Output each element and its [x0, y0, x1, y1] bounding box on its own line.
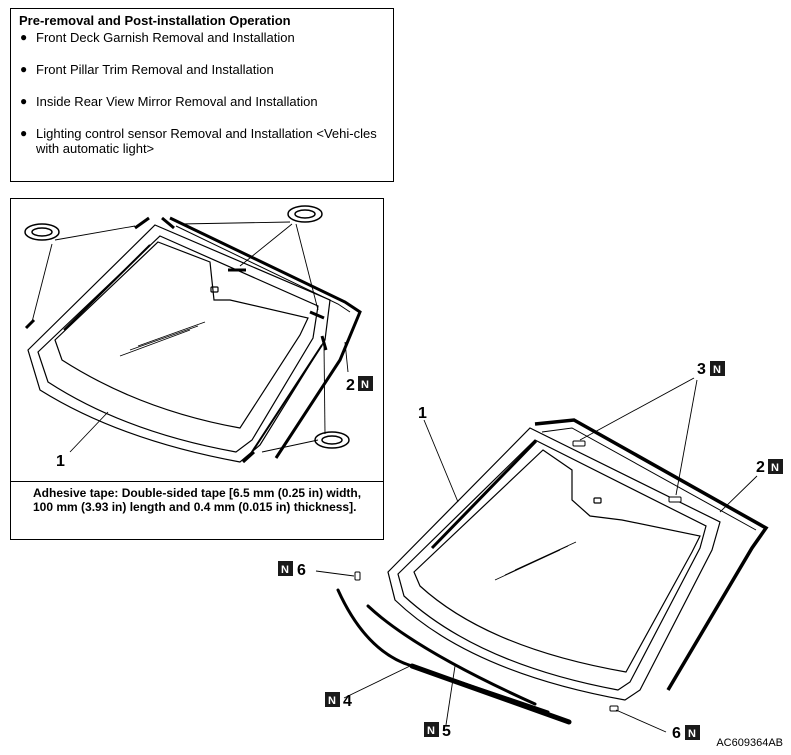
inset-callout-glass: 1: [56, 453, 65, 470]
operation-item: ●Front Deck Garnish Removal and Installa…: [20, 30, 295, 45]
n-badge-icon: [325, 692, 340, 707]
main-windshield-glass: [387, 427, 721, 701]
main-molding: [534, 418, 769, 691]
adhesive-tape-inset: Adhesive tape: Double-sided tape [6.5 mm…: [10, 198, 384, 540]
n-badge-icon: [710, 361, 725, 376]
n-badge-letter: N: [427, 725, 435, 737]
n-badge-icon: [424, 722, 439, 737]
operations-title: Pre-removal and Post-installation Operat…: [19, 13, 291, 28]
n-badge-icon: [685, 725, 700, 740]
main-callout-clip-right: 6: [672, 725, 681, 742]
document-code: AC609364AB: [716, 737, 783, 749]
bullet-icon: ●: [20, 94, 28, 108]
main-callout-dam-left: 4: [343, 693, 352, 710]
main-callout-dam-right: 5: [442, 723, 451, 740]
inset-windshield-glass: [27, 224, 331, 463]
inset-callout-molding: 2: [346, 377, 355, 394]
n-badge-letter: N: [328, 695, 336, 707]
main-upper-molding-strip: [430, 439, 538, 550]
main-dams: [336, 588, 572, 725]
main-leader-lines: [315, 377, 758, 733]
n-badge-letter: N: [771, 462, 779, 474]
n-badge-letter: N: [281, 564, 289, 576]
operations-list: ●Front Deck Garnish Removal and Installa…: [19, 30, 385, 156]
bullet-icon: ●: [20, 62, 28, 76]
n-badge-icon: [358, 376, 373, 391]
n-badge-icon: [278, 561, 293, 576]
bullet-icon: ●: [20, 30, 28, 44]
main-callout-glass: 1: [418, 405, 427, 422]
bullet-icon: ●: [20, 126, 28, 140]
inset-molding: [169, 216, 362, 459]
operation-item: ●Front Pillar Trim Removal and Installat…: [20, 62, 274, 77]
main-callout-clip-left: 6: [297, 562, 306, 579]
main-callout-spacers: 3: [697, 361, 706, 378]
n-badge-letter: N: [713, 364, 721, 376]
operation-item: ●Inside Rear View Mirror Removal and Ins…: [20, 94, 318, 109]
n-badge-letter: N: [361, 379, 369, 391]
operation-item: ●Lighting control sensor Removal and Ins…: [20, 126, 377, 156]
clip-icon: [354, 571, 619, 712]
operations-box: Pre-removal and Post-installation Operat…: [10, 8, 394, 182]
inset-tape-pieces: [24, 216, 328, 464]
main-spacers: [572, 440, 682, 503]
n-badge-icon: [768, 459, 783, 474]
inset-leader-lines: [31, 221, 349, 453]
adhesive-tape-note: Adhesive tape: Double-sided tape [6.5 mm…: [11, 481, 383, 539]
main-callout-molding: 2: [756, 459, 765, 476]
n-badge-letter: N: [688, 728, 696, 740]
tape-roll-icon: [24, 205, 350, 449]
